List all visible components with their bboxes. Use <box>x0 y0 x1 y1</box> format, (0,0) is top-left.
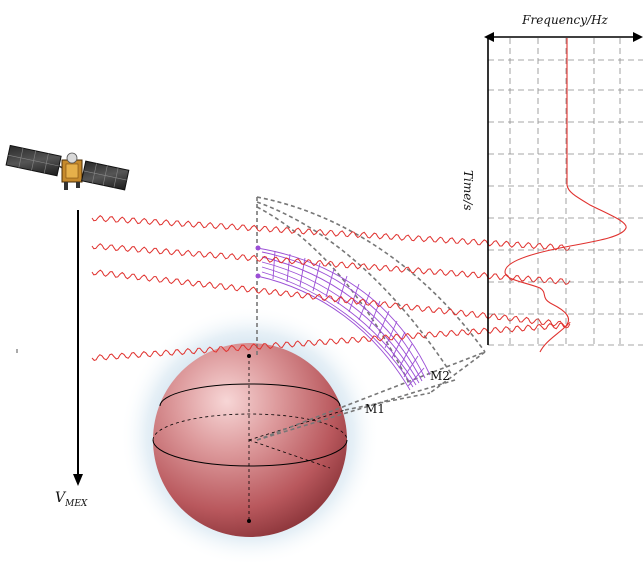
radio-signals <box>91 215 571 361</box>
radius-line <box>248 439 331 469</box>
velocity-subscript: MEX <box>64 499 88 509</box>
north-pole-dot <box>247 354 251 358</box>
south-pole-dot <box>247 519 251 523</box>
ray-geometry <box>256 196 486 441</box>
frequency-label: Frequency/Hz <box>521 13 608 27</box>
frequency-trace <box>504 38 627 353</box>
signal-ray-4 <box>91 322 571 361</box>
latitude-line <box>159 383 341 407</box>
spectrogram-grid <box>488 38 643 346</box>
m1-label: M1 <box>365 402 385 416</box>
time-label: Time/s <box>461 170 475 211</box>
signal-ray-3 <box>91 269 571 328</box>
velocity-symbol: V <box>55 490 67 506</box>
frequency-axis <box>484 32 643 42</box>
signal-ray-2 <box>91 243 571 285</box>
equator-back <box>152 413 348 441</box>
equator-front <box>152 439 348 467</box>
velocity-arrow <box>73 210 83 486</box>
mesh-anchor-upper <box>255 245 261 251</box>
m2-label: M2 <box>430 369 450 383</box>
signal-ray-1 <box>91 215 571 251</box>
planet-sphere <box>152 343 348 537</box>
satellite-icon <box>5 144 130 191</box>
velocity-label: VMEX <box>55 490 88 509</box>
mesh-anchor-lower <box>255 273 261 279</box>
